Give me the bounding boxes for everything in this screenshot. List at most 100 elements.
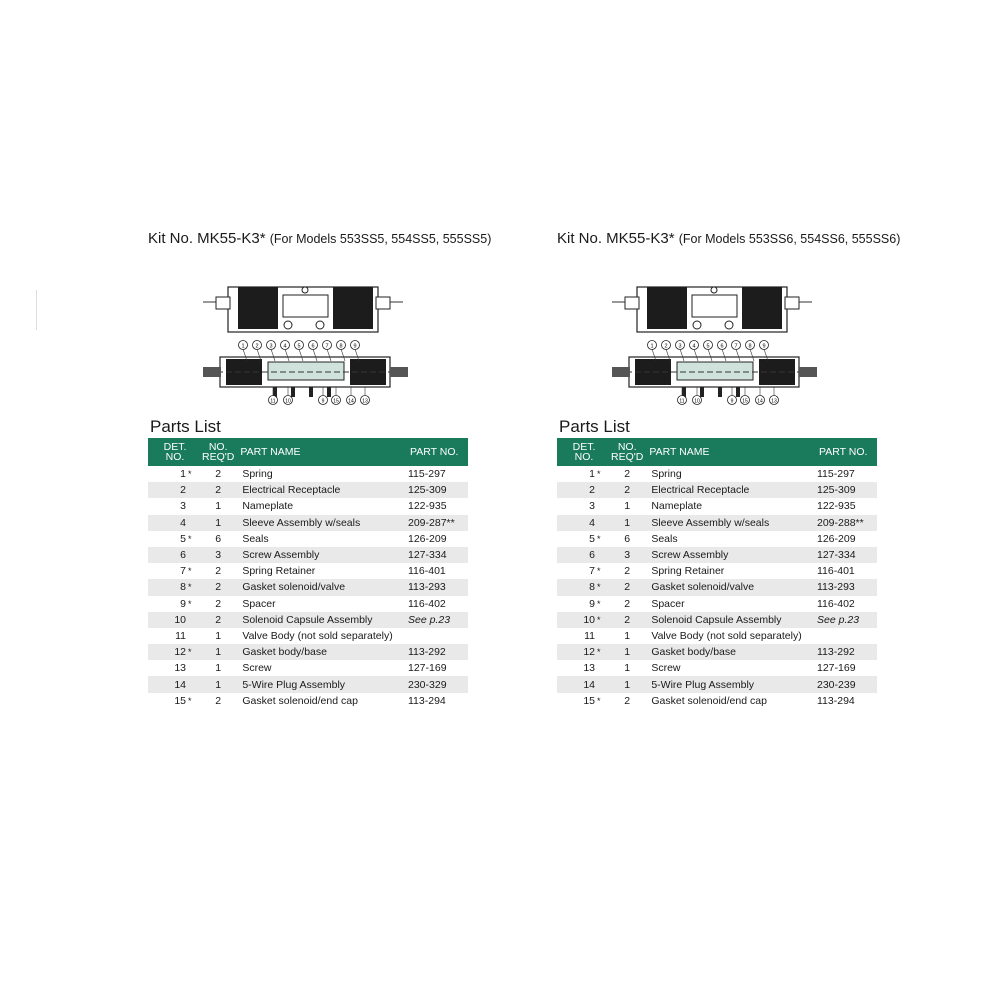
det-no-cell: 12 <box>557 644 597 661</box>
shaft-left <box>215 296 231 310</box>
det-no-cell: 3 <box>589 500 595 513</box>
det-no-cell: 11 <box>584 629 595 642</box>
callout-number: 7 <box>734 344 737 350</box>
part-name-cell: Gasket solenoid/valve <box>234 579 404 596</box>
screw <box>710 286 718 294</box>
kit-marker <box>597 676 611 693</box>
qty-cell: 1 <box>624 500 631 513</box>
kit-marker <box>188 628 202 644</box>
shaft-right <box>375 296 391 310</box>
kit-models: (For Models 553SS6, 554SS6, 555SS6) <box>678 232 901 246</box>
kit-marker <box>597 514 611 531</box>
qty-cell: 3 <box>611 546 644 564</box>
det-no-cell: 1 <box>589 468 595 481</box>
det-no-cell: 15 <box>174 694 186 707</box>
qty-cell: 6 <box>215 532 222 545</box>
kit-marker: * <box>597 533 601 544</box>
callout-number: 2 <box>255 344 258 350</box>
port <box>291 387 295 397</box>
part-no-cell: 127-169 <box>408 662 447 675</box>
part-name-cell: Gasket body/base <box>643 644 813 661</box>
kit-number: Kit No. MK55-K3* <box>557 230 675 247</box>
part-name-cell: Solenoid Capsule Assembly <box>643 611 813 628</box>
callout-number: 14 <box>757 399 763 405</box>
det-no-cell: 4 <box>557 514 597 531</box>
det-no-cell: 13 <box>583 662 595 675</box>
callout-number: 7 <box>325 344 328 350</box>
part-no-cell: See p.23 <box>813 611 877 628</box>
port <box>327 387 331 397</box>
det-no-cell: 8 <box>148 579 188 596</box>
kit-marker: * <box>597 644 611 661</box>
callout-leader <box>298 348 304 362</box>
callout-circle <box>331 395 341 405</box>
part-no-cell: 113-292 <box>813 644 877 661</box>
part-no-cell: 115-297 <box>817 468 855 481</box>
callout-circle <box>731 340 741 350</box>
part-name-cell: Seals <box>242 532 269 545</box>
kit-marker: * <box>188 695 192 706</box>
part-no-cell: 230-329 <box>404 676 468 693</box>
qty-cell: 1 <box>202 514 235 531</box>
part-name-cell: Sleeve Assembly w/seals <box>234 514 404 531</box>
kit-title: Kit No. MK55-K3* (For Models 553SS6, 554… <box>557 229 900 249</box>
port <box>309 387 313 397</box>
col-part-name: PART NAME <box>643 438 813 466</box>
kit-marker <box>188 676 202 693</box>
parts-list-heading: Parts List <box>559 417 630 436</box>
part-no-cell: 113-293 <box>813 579 877 596</box>
kit-marker: * <box>188 469 192 480</box>
col-det-no: DET.NO. <box>557 438 611 466</box>
callout-leader <box>721 348 727 362</box>
qty-cell: 2 <box>611 579 644 596</box>
callout-leader <box>270 348 276 362</box>
det-no-cell: 5 <box>180 532 186 545</box>
part-name-cell: Screw Assembly <box>234 546 404 564</box>
callout-number: 5 <box>297 344 300 350</box>
part-no-cell: 125-309 <box>813 482 877 499</box>
callout-circle <box>717 340 727 350</box>
callout-circle <box>727 395 737 405</box>
callout-circle <box>689 340 699 350</box>
det-no-cell: 4 <box>148 514 188 531</box>
det-no-cell: 11 <box>175 629 186 642</box>
kit-marker <box>188 611 202 628</box>
callout-circle <box>280 340 290 350</box>
part-name-cell: Spacer <box>651 597 685 610</box>
callout-number: 9 <box>353 344 356 350</box>
kit-marker <box>597 482 611 499</box>
callout-leader <box>326 348 332 362</box>
part-name-cell: Gasket solenoid/end cap <box>242 694 358 707</box>
callout-number: 9 <box>762 344 765 350</box>
kit-marker <box>188 482 202 499</box>
part-no-cell: 116-401 <box>817 565 855 578</box>
callout-circle <box>647 340 657 350</box>
kit-section-right: Kit No. MK55-K3* (For Models 553SS6, 554… <box>557 229 900 709</box>
qty-cell: 2 <box>202 482 235 499</box>
det-no-cell: 10 <box>557 611 597 628</box>
callout-number: 6 <box>720 344 723 350</box>
callout-number: 8 <box>339 344 342 350</box>
part-name-cell: Valve Body (not sold separately) <box>651 629 802 642</box>
qty-cell: 2 <box>202 611 235 628</box>
callout-number: 2 <box>664 344 667 350</box>
port <box>700 387 704 397</box>
callout-circle <box>308 340 318 350</box>
screw <box>692 320 702 330</box>
callout-circle <box>336 340 346 350</box>
solenoid-left <box>238 287 278 329</box>
det-no-cell: 12 <box>148 644 188 661</box>
qty-cell: 1 <box>611 514 644 531</box>
qty-cell: 1 <box>215 500 222 513</box>
qty-cell: 2 <box>215 468 222 481</box>
callout-circle <box>740 395 750 405</box>
kit-marker: * <box>597 611 611 628</box>
callout-number: 3 <box>269 344 272 350</box>
